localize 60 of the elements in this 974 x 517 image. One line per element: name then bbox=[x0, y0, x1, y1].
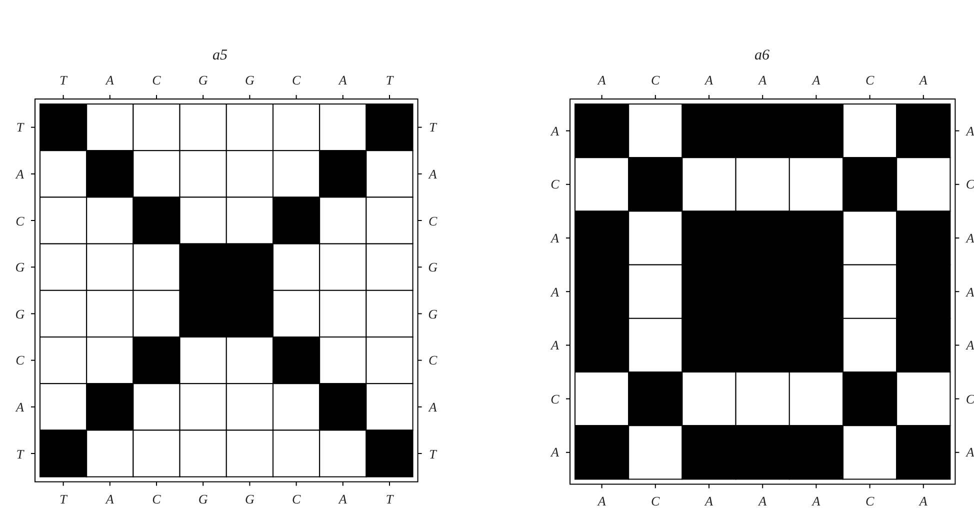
chart-title: a6 bbox=[754, 48, 770, 64]
axis-letter: A bbox=[966, 124, 974, 138]
axis-letter: T bbox=[429, 120, 436, 134]
axis-letter: G bbox=[428, 260, 438, 274]
axis-letter: T bbox=[16, 120, 24, 134]
axis-letter: C bbox=[16, 354, 24, 367]
axis-letter: G bbox=[198, 74, 208, 86]
axis-letter: T bbox=[16, 447, 24, 460]
axis-letter: A bbox=[106, 492, 114, 506]
axis-letter: C bbox=[428, 354, 438, 367]
axis-letter: C bbox=[651, 494, 660, 508]
axis-letter: C bbox=[16, 214, 24, 227]
axis-letter: A bbox=[812, 74, 820, 86]
axis-letter: A bbox=[551, 232, 559, 244]
axis-letter: C bbox=[152, 74, 161, 86]
chart-title: a5 bbox=[212, 48, 228, 64]
axis-letter: A bbox=[705, 494, 713, 508]
axis-letter: C bbox=[550, 178, 560, 191]
axis-letter: C bbox=[292, 74, 301, 86]
axis-letter: A bbox=[966, 232, 974, 244]
axis-letter: A bbox=[598, 74, 606, 86]
axis-letter: T bbox=[386, 74, 394, 86]
axis-letter: A bbox=[966, 446, 974, 459]
axis-letter: A bbox=[919, 74, 928, 86]
axis-letter: A bbox=[758, 74, 767, 86]
axis-letter: G bbox=[245, 74, 254, 86]
axis-letter: C bbox=[550, 392, 560, 406]
axis-letter: G bbox=[245, 492, 254, 506]
axis-letter: A bbox=[16, 167, 24, 180]
axis-letter: A bbox=[551, 338, 559, 352]
axis-letter: A bbox=[428, 400, 437, 414]
axis-letter: A bbox=[598, 494, 606, 508]
axis-letter: G bbox=[15, 307, 25, 320]
axis-letter: G bbox=[15, 260, 25, 274]
axis-letter: A bbox=[106, 74, 114, 86]
axis-letter: A bbox=[812, 494, 820, 508]
axis-letter: A bbox=[338, 492, 347, 506]
axis-letter: C bbox=[865, 74, 874, 86]
axis-letter: A bbox=[551, 124, 559, 138]
axis-letter: C bbox=[651, 74, 660, 86]
axis-letter: A bbox=[428, 167, 437, 180]
axis-letter: T bbox=[386, 492, 394, 506]
axis-letter: A bbox=[551, 446, 559, 459]
axis-letter: A bbox=[919, 494, 928, 508]
axis-letter: A bbox=[338, 74, 347, 86]
axis-letter: C bbox=[152, 492, 161, 506]
axis-letter: A bbox=[966, 338, 974, 352]
axis-letter: A bbox=[16, 400, 24, 414]
axis-letter: G bbox=[428, 307, 438, 320]
axis-letter: A bbox=[705, 74, 713, 86]
axis-letter: C bbox=[865, 494, 874, 508]
axis-letter: T bbox=[60, 492, 67, 506]
axis-letter: C bbox=[428, 214, 438, 227]
axis-letter: G bbox=[198, 492, 208, 506]
axis-letter: A bbox=[551, 285, 559, 298]
axis-letter: T bbox=[60, 74, 67, 86]
axis-letter: A bbox=[758, 494, 767, 508]
axis-letter: C bbox=[292, 492, 301, 506]
axis-letter: T bbox=[429, 447, 436, 460]
axis-letter: A bbox=[966, 285, 974, 298]
